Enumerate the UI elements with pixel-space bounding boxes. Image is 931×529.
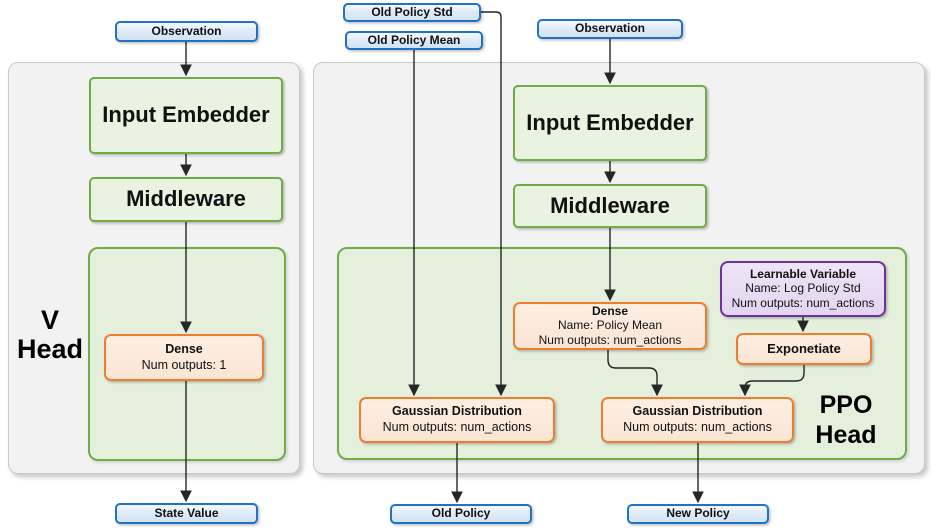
- observation-node-right: Observation: [537, 19, 683, 39]
- old-policy-label: Old Policy: [431, 506, 491, 521]
- dense-title-policy-mean: Dense: [591, 304, 629, 319]
- state-value-node: State Value: [115, 503, 258, 524]
- dense-node-v-head: Dense Num outputs: 1: [104, 334, 264, 381]
- middleware-node-left: Middleware: [89, 177, 283, 222]
- exponetiate-label: Exponetiate: [767, 340, 841, 356]
- edge-dense-to-gaussian-new: [607, 350, 663, 397]
- state-value-label: State Value: [154, 505, 219, 520]
- input-embedder-node-right: Input Embedder: [513, 85, 707, 161]
- ppo-head-label-line1: PPO: [819, 391, 873, 419]
- input-embedder-label-right: Input Embedder: [526, 109, 694, 135]
- old-policy-std-label: Old Policy Std: [371, 4, 453, 19]
- dense-node-policy-mean: Dense Name: Policy Mean Num outputs: num…: [513, 302, 707, 350]
- new-policy-node: New Policy: [627, 504, 769, 524]
- gaussian-new-outputs: Num outputs: num_actions: [623, 420, 772, 434]
- middleware-label-right: Middleware: [550, 192, 670, 218]
- observation-label-right: Observation: [574, 21, 646, 36]
- old-policy-mean-node: Old Policy Mean: [345, 31, 483, 50]
- learnable-variable-node: Learnable Variable Name: Log Policy Std …: [720, 261, 886, 317]
- ppo-head-label-line2: Head: [815, 421, 877, 449]
- old-policy-mean-label: Old Policy Mean: [367, 32, 461, 47]
- gaussian-old-title: Gaussian Distribution: [392, 404, 522, 419]
- middleware-node-right: Middleware: [513, 184, 707, 228]
- gaussian-new-title: Gaussian Distribution: [632, 404, 763, 419]
- input-embedder-label-left: Input Embedder: [102, 102, 270, 128]
- dense-outputs-policy-mean: Num outputs: num_actions: [538, 332, 682, 347]
- gaussian-distribution-node-old: Gaussian Distribution Num outputs: num_a…: [359, 397, 555, 443]
- exponetiate-node: Exponetiate: [736, 333, 872, 365]
- learnable-variable-outputs: Num outputs: num_actions: [731, 295, 875, 310]
- v-head-label-line1: V: [40, 305, 59, 335]
- middleware-label-left: Middleware: [126, 186, 246, 212]
- observation-node-left: Observation: [115, 21, 258, 42]
- old-policy-node: Old Policy: [390, 504, 532, 524]
- learnable-variable-name: Name: Log Policy Std: [745, 281, 861, 296]
- v-head-label: V Head: [12, 306, 88, 364]
- dense-name-policy-mean: Name: Policy Mean: [557, 318, 663, 333]
- gaussian-distribution-node-new: Gaussian Distribution Num outputs: num_a…: [601, 397, 794, 443]
- dense-outputs-v-head: Num outputs: 1: [141, 357, 227, 372]
- edge-old-policy-std-to-gaussian: [481, 11, 507, 397]
- observation-label-left: Observation: [151, 23, 222, 38]
- edge-exponetiate-to-gaussian-new: [739, 365, 805, 397]
- ppo-head-label: PPO Head: [800, 390, 892, 450]
- input-embedder-node-left: Input Embedder: [89, 77, 283, 154]
- new-policy-label: New Policy: [666, 506, 730, 521]
- v-head-label-line2: Head: [16, 334, 84, 364]
- dense-title-v-head: Dense: [165, 341, 203, 356]
- gaussian-old-outputs: Num outputs: num_actions: [382, 420, 532, 434]
- old-policy-std-node: Old Policy Std: [343, 3, 481, 22]
- learnable-variable-title: Learnable Variable: [749, 267, 857, 282]
